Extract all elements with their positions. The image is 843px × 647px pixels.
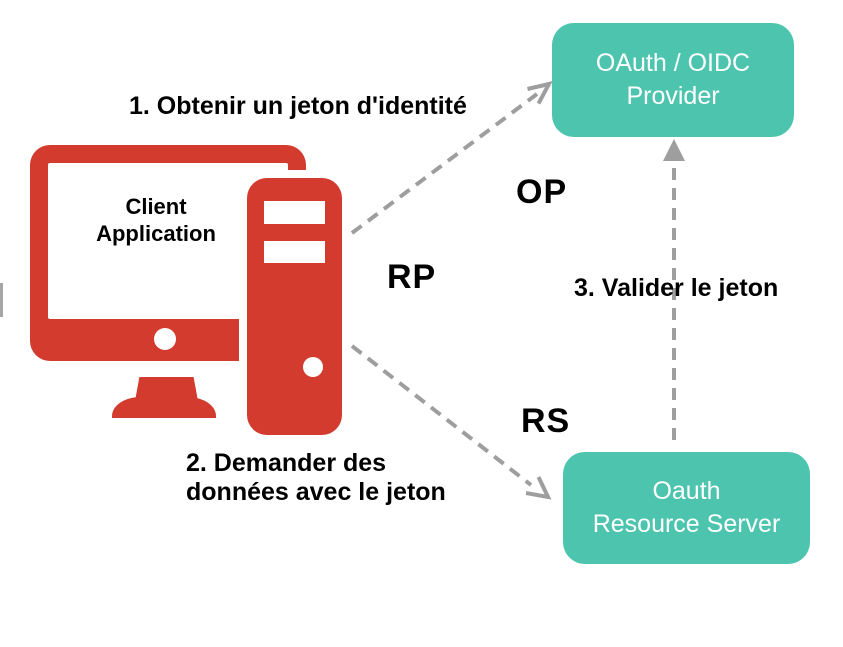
step3-label: 3. Valider le jeton [574, 274, 779, 302]
tower-drive-slot [264, 201, 325, 224]
provider-line2: Provider [626, 82, 720, 110]
step2-label: 2. Demander des données avec le jeton [186, 449, 446, 507]
oauth-oidc-provider-node: OAuth / OIDC Provider [552, 23, 794, 137]
left-edge-artifact [0, 283, 3, 317]
tower-drive-slot [264, 241, 325, 263]
client-label-line1: Client [125, 194, 187, 219]
computer-tower-icon [247, 178, 342, 435]
arrow-get-token-head [527, 81, 553, 105]
role-rs-label: RS [521, 402, 571, 440]
client-label-line2: Application [96, 221, 216, 246]
monitor-button-dot [154, 328, 176, 350]
oauth-resource-server-node: Oauth Resource Server [563, 452, 810, 564]
step2-line2: données avec le jeton [186, 478, 446, 506]
step2-line1: 2. Demander des [186, 449, 387, 477]
monitor-stand-base [112, 397, 216, 418]
role-op-label: OP [516, 173, 568, 211]
step1-label: 1. Obtenir un jeton d'identité [129, 92, 467, 120]
client-application-label: Client Application [46, 193, 266, 247]
resource-line1: Oauth [652, 477, 721, 505]
arrow-validate-token-head [663, 139, 685, 161]
provider-line1: OAuth / OIDC [595, 49, 751, 77]
resource-line2: Resource Server [592, 510, 781, 538]
role-rp-label: RP [387, 258, 437, 296]
tower-power-dot [303, 357, 323, 377]
arrow-request-data-head [525, 476, 552, 500]
